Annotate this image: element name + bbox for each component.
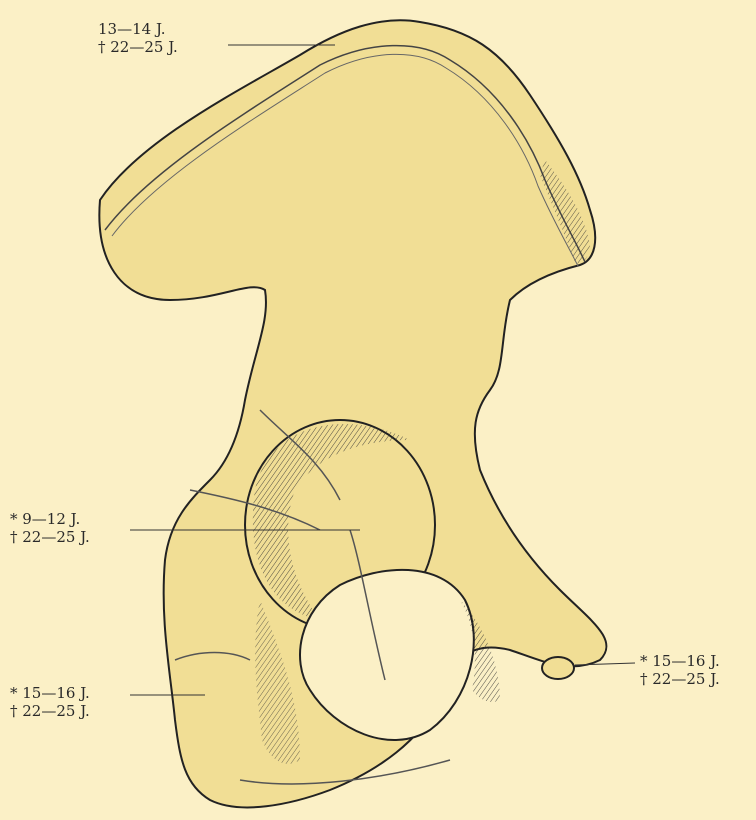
label-ischial-spine-line1: * 15—16 J. bbox=[640, 652, 720, 670]
label-acetabulum-line1: * 9—12 J. bbox=[10, 510, 90, 528]
ischial-spine-nucleus bbox=[542, 657, 574, 679]
label-ischium-line2: † 22—25 J. bbox=[10, 702, 90, 720]
label-acetabulum: * 9—12 J. † 22—25 J. bbox=[10, 510, 90, 546]
label-iliac-crest-line2: † 22—25 J. bbox=[98, 38, 178, 56]
label-ischial-spine-line2: † 22—25 J. bbox=[640, 670, 720, 688]
label-ischium: * 15—16 J. † 22—25 J. bbox=[10, 684, 90, 720]
label-ischial-spine: * 15—16 J. † 22—25 J. bbox=[640, 652, 720, 688]
label-acetabulum-line2: † 22—25 J. bbox=[10, 528, 90, 546]
label-iliac-crest-line1: 13—14 J. bbox=[98, 20, 178, 38]
label-iliac-crest: 13—14 J. † 22—25 J. bbox=[98, 20, 178, 56]
label-ischium-line1: * 15—16 J. bbox=[10, 684, 90, 702]
